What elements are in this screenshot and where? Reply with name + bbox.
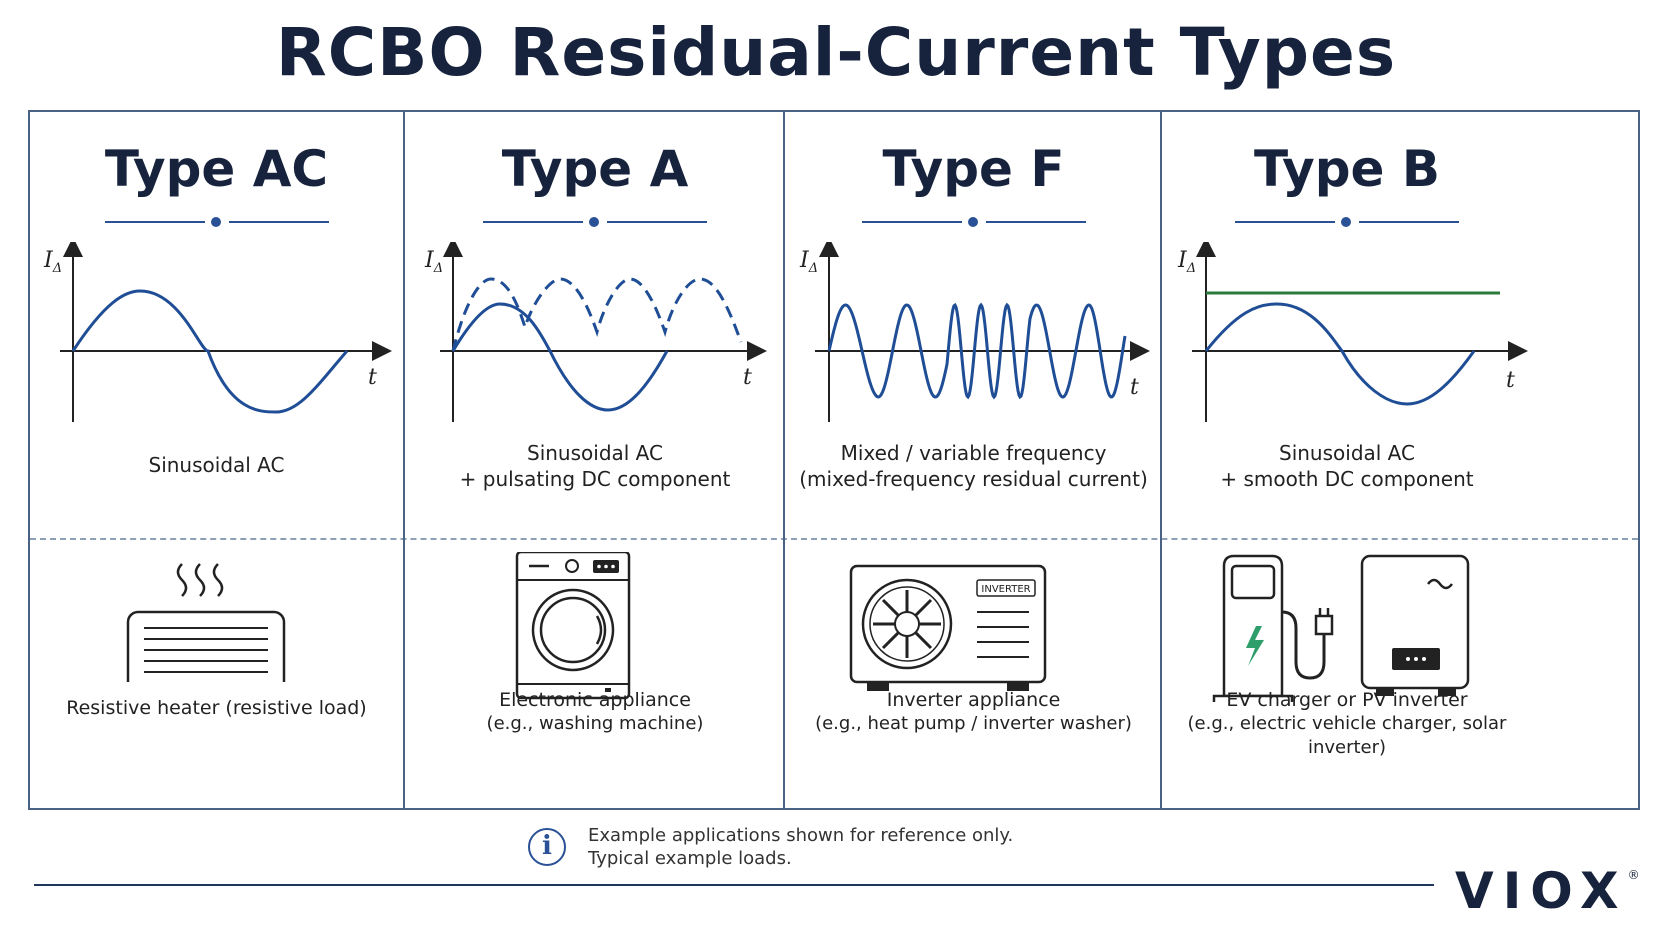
waveform-sinusoidal-ac: IΔ t: [43, 242, 392, 422]
row-divider: [30, 538, 1638, 540]
footer-rule: [34, 884, 1434, 886]
ac-wave: [451, 302, 669, 412]
waveform-ac-plus-pulsating-dc: IΔ t: [424, 242, 767, 422]
info-icon: i: [528, 828, 566, 866]
heater-icon: [126, 563, 286, 682]
y-axis-label: IΔ: [43, 248, 62, 276]
title-divider: [861, 216, 1086, 228]
title-divider: [1235, 216, 1459, 228]
application-label: Inverter appliance (e.g., heat pump / in…: [815, 689, 1132, 734]
column-type-a: Type A IΔ t Sinusoidal AC + pulsating DC…: [403, 112, 785, 808]
pv-inverter-icon: [1360, 554, 1470, 696]
column-type-f: Type F IΔ t Mixed / variable frequency (…: [783, 112, 1162, 808]
column-title: Type B: [1254, 140, 1440, 198]
waveform-description: Sinusoidal AC: [148, 453, 285, 477]
x-axis-label: t: [1130, 375, 1139, 400]
column-title: Type A: [501, 140, 689, 198]
x-axis-label: t: [1506, 368, 1515, 393]
application-label: Electronic appliance (e.g., washing mach…: [486, 689, 704, 734]
ac-wave: [1204, 302, 1476, 406]
title-divider: [104, 216, 329, 228]
page-title: RCBO Residual-Current Types: [275, 14, 1397, 91]
inverter-unit-icon: INVERTER: [849, 564, 1047, 691]
inverter-label: INVERTER: [981, 584, 1030, 595]
types-table: Type AC IΔ t Sinusoidal AC: [28, 110, 1640, 810]
washing-machine-icon: [515, 552, 631, 700]
y-axis-label: IΔ: [1177, 248, 1196, 276]
waveform-description: Sinusoidal AC + smooth DC component: [1220, 441, 1474, 491]
application-label: Resistive heater (resistive load): [66, 697, 367, 719]
column-type-b: Type B IΔ t Sinusoidal AC + smooth DC co…: [1160, 112, 1640, 808]
waveform-description: Sinusoidal AC + pulsating DC component: [459, 441, 731, 491]
ac-wave: [71, 289, 349, 414]
y-axis-label: IΔ: [799, 248, 818, 276]
y-axis-label: IΔ: [424, 248, 443, 276]
waveform-description: Mixed / variable frequency (mixed-freque…: [799, 441, 1148, 491]
brand-logo: VIOX®: [1455, 862, 1640, 920]
x-axis-label: t: [743, 365, 752, 390]
x-axis-label: t: [368, 365, 377, 390]
ev-charger-and-pv-inverter-icon: [1212, 554, 1470, 702]
column-type-ac: Type AC IΔ t Sinusoidal AC: [30, 112, 403, 808]
pulsating-dc-wave: [451, 277, 743, 352]
waveform-ac-plus-smooth-dc: IΔ t: [1177, 242, 1528, 422]
title-divider: [483, 216, 707, 228]
ev-charger-icon: [1212, 554, 1334, 702]
column-title: Type F: [882, 140, 1065, 198]
mixed-frequency-wave: [827, 302, 1127, 400]
reference-note: Example applications shown for reference…: [588, 825, 1014, 869]
application-label: EV charger or PV inverter (e.g., electri…: [1187, 689, 1507, 758]
waveform-mixed-frequency: IΔ t: [799, 242, 1150, 422]
column-title: Type AC: [104, 140, 329, 198]
